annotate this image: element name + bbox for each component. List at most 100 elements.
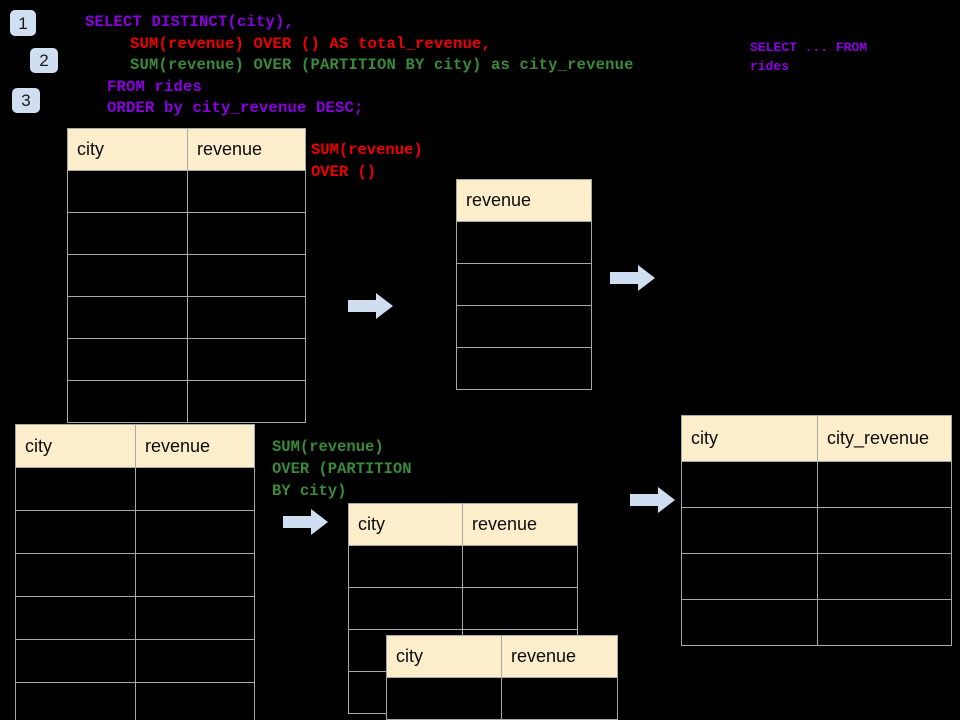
table-cell-revenue [456, 305, 592, 348]
step-badge-label: 2 [39, 51, 49, 70]
table-row [456, 347, 592, 390]
table-row [67, 254, 306, 297]
table-cell-city [67, 254, 188, 297]
table-cell-city [67, 380, 188, 423]
column-header-revenue: revenue [187, 128, 306, 171]
column-header-city_revenue: city_revenue [817, 415, 952, 462]
table-row [15, 596, 255, 640]
table-cell-city [67, 170, 188, 213]
column-header-city: city [386, 635, 502, 678]
step-badge-2: 2 [30, 48, 58, 73]
column-header-revenue: revenue [501, 635, 618, 678]
column-header-city: city [15, 424, 136, 468]
table-cell-revenue [462, 545, 578, 588]
table-cell-revenue [456, 347, 592, 390]
right-arrow-icon [283, 509, 328, 535]
table-cell-city [15, 553, 136, 597]
sql-line-4: FROM rides [107, 77, 203, 96]
table-cell-revenue [135, 553, 255, 597]
arrow-source-to-partition [283, 508, 329, 536]
step-badge-label: 1 [18, 13, 28, 33]
table-row [67, 338, 306, 381]
step-badge-3: 3 [12, 88, 40, 113]
table-cell-city [681, 507, 818, 554]
table-row [348, 545, 578, 588]
table-cell-revenue [187, 296, 306, 339]
step-badge-label: 3 [21, 91, 31, 110]
table-row [67, 212, 306, 255]
table-row [15, 510, 255, 554]
table-row [681, 507, 952, 554]
table-row [67, 380, 306, 423]
table-cell-revenue [501, 677, 618, 720]
sql-line-1: SELECT DISTINCT(city), [85, 13, 295, 31]
column-header-city: city [681, 415, 818, 462]
sql-line-3: SUM(revenue) OVER (PARTITION BY city) as… [130, 56, 634, 74]
table-cell-city [15, 467, 136, 511]
table-cell-revenue [135, 682, 255, 720]
column-header-revenue: revenue [135, 424, 255, 468]
table-row [15, 467, 255, 511]
table-cell-city [67, 212, 188, 255]
table-cell-city [15, 596, 136, 640]
table-cell-city [386, 677, 502, 720]
column-header-revenue: revenue [462, 503, 578, 546]
table-cell-city [15, 639, 136, 683]
column-header-revenue: revenue [456, 179, 592, 222]
column-header-city: city [348, 503, 463, 546]
table-cell-city [348, 587, 463, 630]
table-row [456, 263, 592, 306]
table-cell-city [67, 296, 188, 339]
table-cell-revenue [187, 170, 306, 213]
right-arrow-icon [610, 265, 655, 291]
table-cell-city [67, 338, 188, 381]
table-header-row: revenue [456, 179, 592, 222]
table-row [15, 553, 255, 597]
table-cell-city [681, 553, 818, 600]
table-row [348, 587, 578, 630]
right-arrow-icon [630, 487, 675, 513]
table-cell-revenue [135, 596, 255, 640]
table-cell-revenue [456, 263, 592, 306]
arrow-total-to-result [610, 264, 656, 292]
table-cell-city_revenue [817, 553, 952, 600]
table-cell-city [681, 599, 818, 646]
table-cell-revenue [187, 380, 306, 423]
table-cell-revenue [135, 639, 255, 683]
right-arrow-icon [348, 293, 393, 319]
table-cell-revenue [187, 212, 306, 255]
note-select-from-rides: SELECT ... FROM rides [750, 40, 868, 74]
table-total-revenue: revenue [456, 179, 592, 390]
column-header-city: city [67, 128, 188, 171]
table-cell-city_revenue [817, 461, 952, 508]
table-row [456, 305, 592, 348]
table-cell-revenue [187, 338, 306, 381]
table-row [681, 461, 952, 508]
table-row [681, 553, 952, 600]
table-cell-city [681, 461, 818, 508]
step-badge-1: 1 [10, 10, 36, 36]
table-row [15, 639, 255, 683]
table-cell-revenue [135, 510, 255, 554]
sql-line-2: SUM(revenue) OVER () AS total_revenue, [130, 34, 492, 53]
table-row [67, 296, 306, 339]
table-cell-city [15, 682, 136, 720]
sql-line-5: ORDER by city_revenue DESC; [107, 99, 364, 117]
table-cell-city [15, 510, 136, 554]
sql-query-block: SELECT DISTINCT(city), SUM(revenue) OVER … [85, 12, 634, 120]
table-cell-revenue [135, 467, 255, 511]
table-row [386, 677, 618, 720]
note-sum-over-empty: SUM(revenue) OVER () [311, 141, 423, 181]
table-cell-city_revenue [817, 599, 952, 646]
note-sum-over-partition: SUM(revenue) OVER (PARTITION BY city) [272, 438, 412, 500]
table-cell-city [348, 545, 463, 588]
